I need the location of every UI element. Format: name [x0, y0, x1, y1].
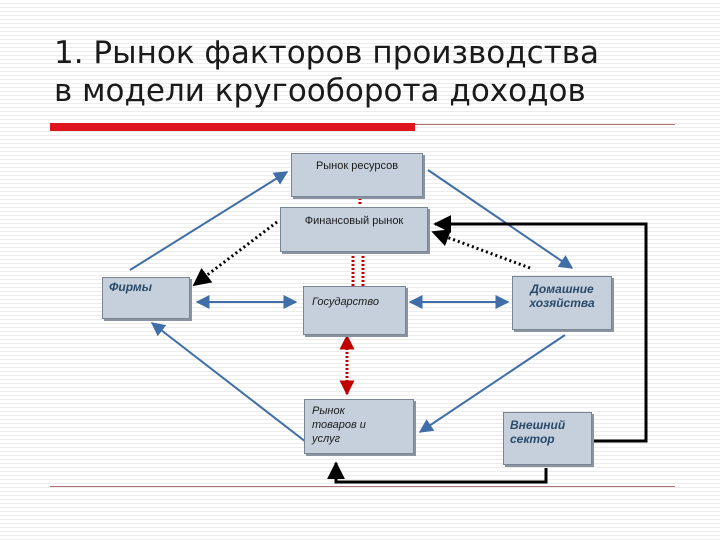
goods-market-box: Рынок товаров и услуг — [304, 399, 414, 454]
external-sector-to-goods-market — [327, 461, 548, 484]
households-label-line-2: хозяйства — [529, 296, 595, 310]
arrow-firms-to-resource-market — [129, 171, 289, 271]
title-underline — [50, 123, 415, 131]
slide-title: 1. Рынок факторов производства в модели … — [54, 34, 694, 110]
external-sector-loop — [433, 215, 648, 443]
arrow-goods-market-to-firms — [150, 322, 307, 443]
bottom-divider — [50, 486, 675, 487]
external-sector-label-line-1: Внешний — [510, 418, 566, 432]
title-line-2: в модели кругооборота доходов — [54, 73, 586, 109]
goods-market-label-line-3: услуг — [312, 433, 341, 445]
external-sector-label-line-2: сектор — [510, 432, 555, 446]
government-box: Государство — [303, 286, 406, 335]
firms-box: Фирмы — [102, 277, 190, 319]
firms-label: Фирмы — [109, 280, 152, 294]
financial-market-box: Финансовый рынок — [280, 207, 428, 252]
goods-market-label-line-1: Рынок — [312, 405, 345, 417]
resource-market-box: Рынок ресурсов — [291, 153, 423, 197]
financial-market-label: Финансовый рынок — [304, 215, 404, 227]
dotted-arrow-financial-market-to-firms — [192, 220, 278, 287]
government-label: Государство — [312, 296, 379, 308]
goods-market-label-line-2: товаров и — [312, 419, 366, 431]
resource-market-label: Рынок ресурсов — [315, 160, 399, 172]
top-divider — [415, 124, 675, 125]
title-line-1: 1. Рынок факторов производства — [54, 35, 600, 71]
dotted-arrow-households-to-financial-market — [431, 229, 531, 270]
households-label-line-1: Домашние — [530, 282, 594, 296]
arrow-households-to-goods-market — [418, 334, 566, 433]
households-box: Домашние хозяйства — [512, 276, 612, 330]
external-sector-box: Внешний сектор — [503, 412, 592, 465]
arrow-resource-market-to-households — [427, 169, 574, 269]
